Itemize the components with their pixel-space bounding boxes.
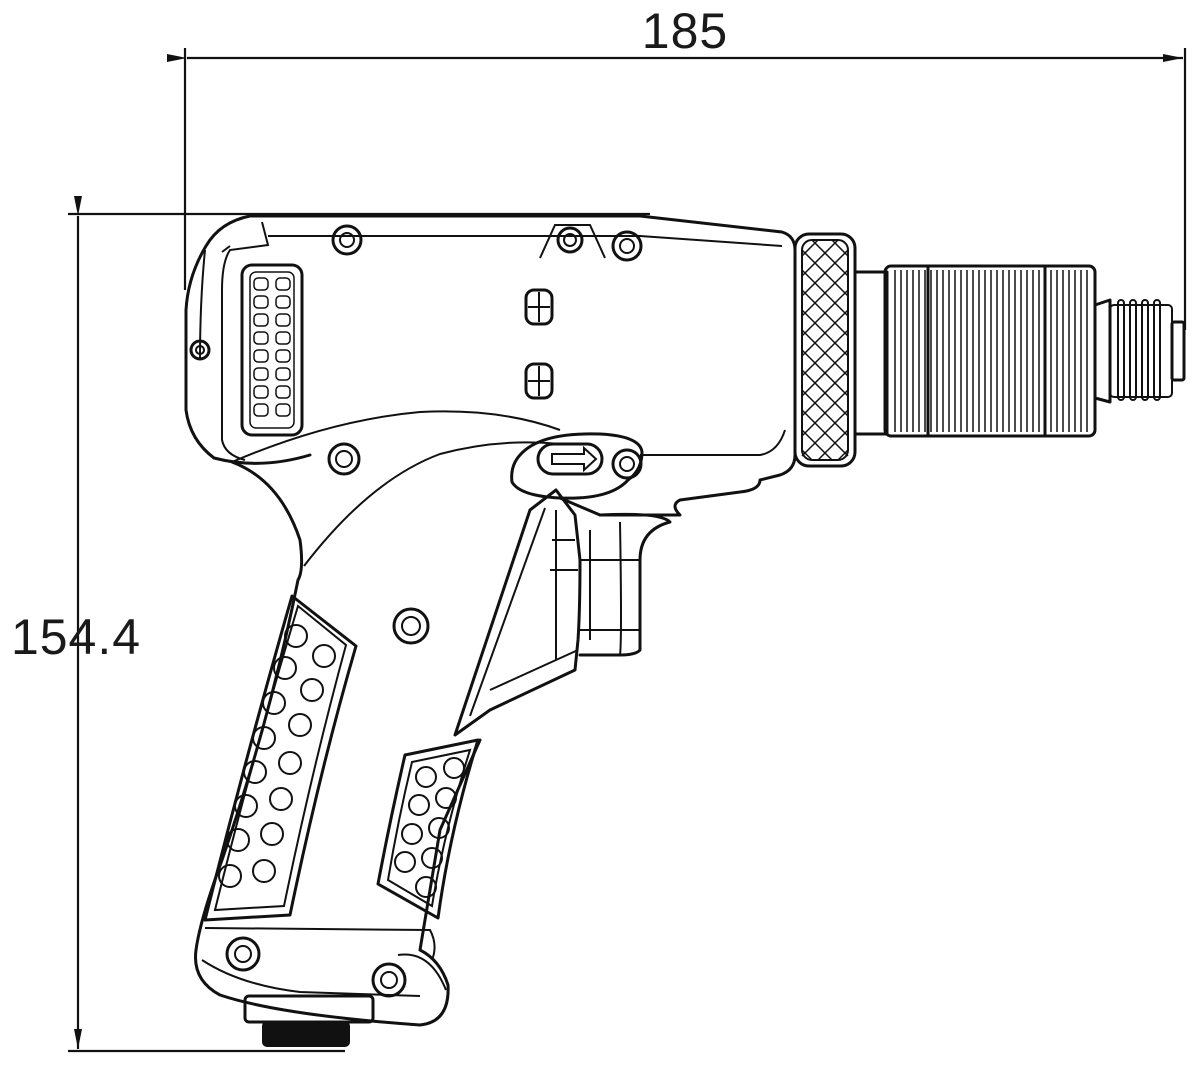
screw-icon (392, 607, 430, 645)
direction-switch (510, 432, 644, 500)
height-dimension-label: 154.4 (11, 609, 141, 665)
screw-heads (189, 224, 643, 998)
screw-icon (225, 936, 261, 972)
knurled-collar (793, 232, 857, 468)
width-dimension-label: 185 (642, 3, 728, 59)
grip-pad-rear (203, 594, 358, 922)
height-dimension: 154.4 (11, 196, 650, 1053)
grip-pad-front (376, 738, 480, 920)
vent-grille (240, 263, 304, 437)
screw-icon (611, 230, 643, 262)
screw-icon (556, 226, 584, 254)
indicator-lights (524, 288, 554, 400)
tool-body (184, 214, 797, 517)
screw-icon (611, 448, 643, 480)
width-dimension: 185 (167, 3, 1187, 330)
screw-icon (327, 442, 361, 476)
screw-icon (371, 962, 407, 998)
pistol-grip (194, 441, 672, 1047)
screw-icon (331, 224, 363, 256)
chuck-assembly (853, 264, 1186, 438)
screw-icon (189, 339, 211, 361)
